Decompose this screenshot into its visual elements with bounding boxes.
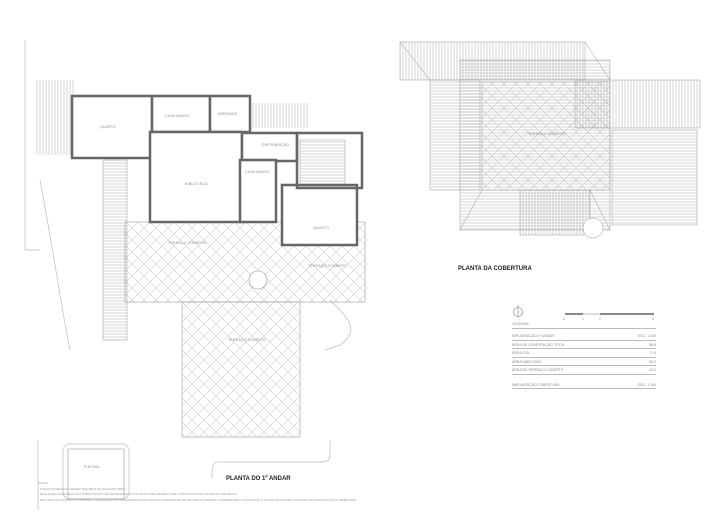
legend-label: ÁREA DE CONSTRUÇÃO TOTAL: [512, 342, 565, 347]
legend-row: ÁREA DE CONSTRUÇÃO TOTAL 88.8: [512, 341, 656, 349]
walls: [70, 94, 364, 247]
room-label: TERRAÇO COBERTO: [228, 338, 267, 342]
legend-row: IMPLANTAÇÃO COBERTURA ESC. 1:100: [512, 381, 656, 389]
room-label: QUARTO: [100, 125, 117, 129]
room-label: TERRAÇO COBERTO: [308, 264, 347, 268]
legend-value: 31.0: [649, 368, 656, 372]
stair-right: [299, 139, 346, 191]
scale-tick: 0: [563, 317, 566, 321]
room-label: DISTRIBUIÇÃO: [262, 143, 290, 147]
notes: NOTAS - TODAS AS MEDIDAS DEVEM SER RECTI…: [38, 481, 356, 503]
note-item: - QUALQUER ALTERAÇÃO OU SUBSTITUIÇÃO DE …: [38, 492, 237, 496]
deck-top: [248, 103, 308, 128]
north-arrow-icon: [513, 305, 523, 317]
terrace-lower: [181, 301, 301, 438]
room-label: QUARTO: [313, 226, 330, 230]
scale-tick: 1: [582, 317, 585, 321]
stair-left: [102, 159, 128, 341]
legend-label: ÁREA DE TERRAÇO COBERTO: [512, 368, 564, 372]
room-label: CASA BANHO: [165, 114, 190, 118]
scale-bar: [565, 313, 654, 315]
legend-row: ÁREA HABITÁVEL 54.2: [512, 358, 656, 366]
spiral-stair: [248, 270, 268, 290]
legend-value: ESC. 1:100: [638, 334, 656, 338]
pool: [67, 448, 125, 500]
legend-value: ESC. 1:100: [638, 382, 656, 387]
legend-row: ÁREA DE TERRAÇO COBERTO 31.0: [512, 366, 656, 375]
room-label: BIBLIOTECA: [185, 182, 208, 186]
room-label: CASA BANHO: [245, 170, 270, 174]
note-item: - EM CASO DE DÚVIDA POR OMISSÃO, ALTERAÇ…: [38, 497, 357, 502]
legend-label: IMPLANTAÇÃO COBERTURA: [512, 382, 560, 387]
legend-label: ÁREA ÚTIL: [512, 351, 530, 355]
legend-value: 88.8: [649, 342, 656, 347]
legend-table: LEGENDA IMPLANTAÇÃO 1º ANDAR ESC. 1:100 Á…: [512, 322, 656, 389]
legend-row: IMPLANTAÇÃO 1º ANDAR ESC. 1:100: [512, 332, 656, 341]
notes-heading: NOTAS: [38, 481, 49, 485]
room-label: ARRUMOS: [218, 112, 238, 116]
deck-upper-left: [35, 80, 75, 155]
legend-value: 54.2: [649, 359, 656, 364]
roof-plan: [399, 41, 701, 239]
pool-label: PISCINA: [84, 465, 100, 469]
note-item: - TODAS AS MEDIDAS DEVEM SER RECTIFICADA…: [38, 486, 126, 491]
legend-row: ÁREA ÚTIL 71.5: [512, 349, 656, 358]
roof-plan-title: PLANTA DA COBERTURA: [458, 266, 532, 272]
roof-label: TERRAÇO COBERTO: [528, 132, 567, 136]
legend-label: IMPLANTAÇÃO 1º ANDAR: [512, 334, 555, 338]
legend-label: ÁREA HABITÁVEL: [512, 359, 542, 364]
floor-plan-title: PLANTA DO 1º ANDAR: [226, 476, 291, 482]
scale-tick: 5: [652, 317, 655, 321]
legend-heading: LEGENDA: [512, 322, 656, 329]
legend-value: 71.5: [649, 351, 656, 355]
room-label: TERRAÇO COBERTO: [168, 241, 207, 245]
site-boundary: [24, 40, 352, 510]
scale-tick: 2: [599, 317, 602, 321]
